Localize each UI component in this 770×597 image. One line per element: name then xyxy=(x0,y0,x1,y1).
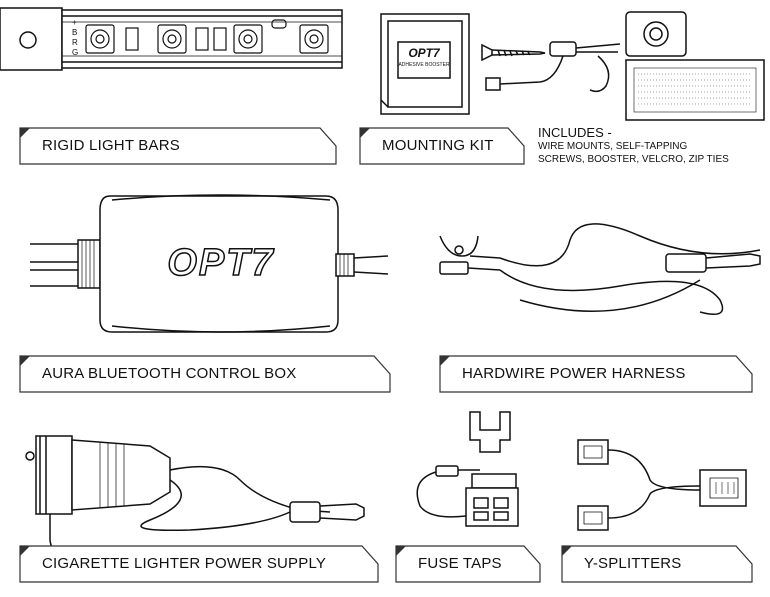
pin-label: B xyxy=(72,28,78,37)
label-text: AURA BLUETOOTH CONTROL BOX xyxy=(42,365,297,382)
label-control-box: AURA BLUETOOTH CONTROL BOX xyxy=(19,355,391,393)
led-pin-labels: + B R G xyxy=(72,18,78,58)
pin-label: G xyxy=(72,48,79,57)
label-y-splitters: Y-SPLITTERS xyxy=(561,545,753,583)
label-text: HARDWIRE POWER HARNESS xyxy=(462,365,686,382)
includes-line: SCREWS, BOOSTER, VELCRO, ZIP TIES xyxy=(538,154,729,165)
cigarette-lighter-image xyxy=(25,435,365,561)
control-box-brand-logo: OPT7 xyxy=(167,241,275,285)
label-cigarette-supply: CIGARETTE LIGHTER POWER SUPPLY xyxy=(19,545,379,583)
label-fuse-taps: FUSE TAPS xyxy=(395,545,541,583)
mounting-kit-includes: INCLUDES - WIRE MOUNTS, SELF-TAPPING SCR… xyxy=(538,126,729,166)
label-text: Y-SPLITTERS xyxy=(584,555,682,572)
hardwire-harness-image xyxy=(439,223,761,315)
includes-line: WIRE MOUNTS, SELF-TAPPING xyxy=(538,141,688,152)
pin-label: + xyxy=(72,18,77,27)
fuse-taps-image xyxy=(416,411,519,527)
mounting-kit-image xyxy=(380,11,765,121)
label-rigid-light-bars: RIGID LIGHT BARS xyxy=(19,127,337,165)
y-splitters-image xyxy=(577,439,747,531)
booster-brand: OPT7 xyxy=(408,46,440,60)
label-text: MOUNTING KIT xyxy=(382,137,494,154)
control-box-image xyxy=(30,194,389,333)
includes-heading: INCLUDES - xyxy=(538,125,612,140)
label-text: FUSE TAPS xyxy=(418,555,502,572)
label-hardwire-harness: HARDWIRE POWER HARNESS xyxy=(439,355,753,393)
pin-label: R xyxy=(72,38,78,47)
label-text: RIGID LIGHT BARS xyxy=(42,137,180,154)
label-text: CIGARETTE LIGHTER POWER SUPPLY xyxy=(42,555,327,572)
booster-caption: ADHESIVE BOOSTER xyxy=(398,62,450,68)
rigid-light-bar-image xyxy=(0,7,343,71)
label-mounting-kit: MOUNTING KIT xyxy=(359,127,525,165)
